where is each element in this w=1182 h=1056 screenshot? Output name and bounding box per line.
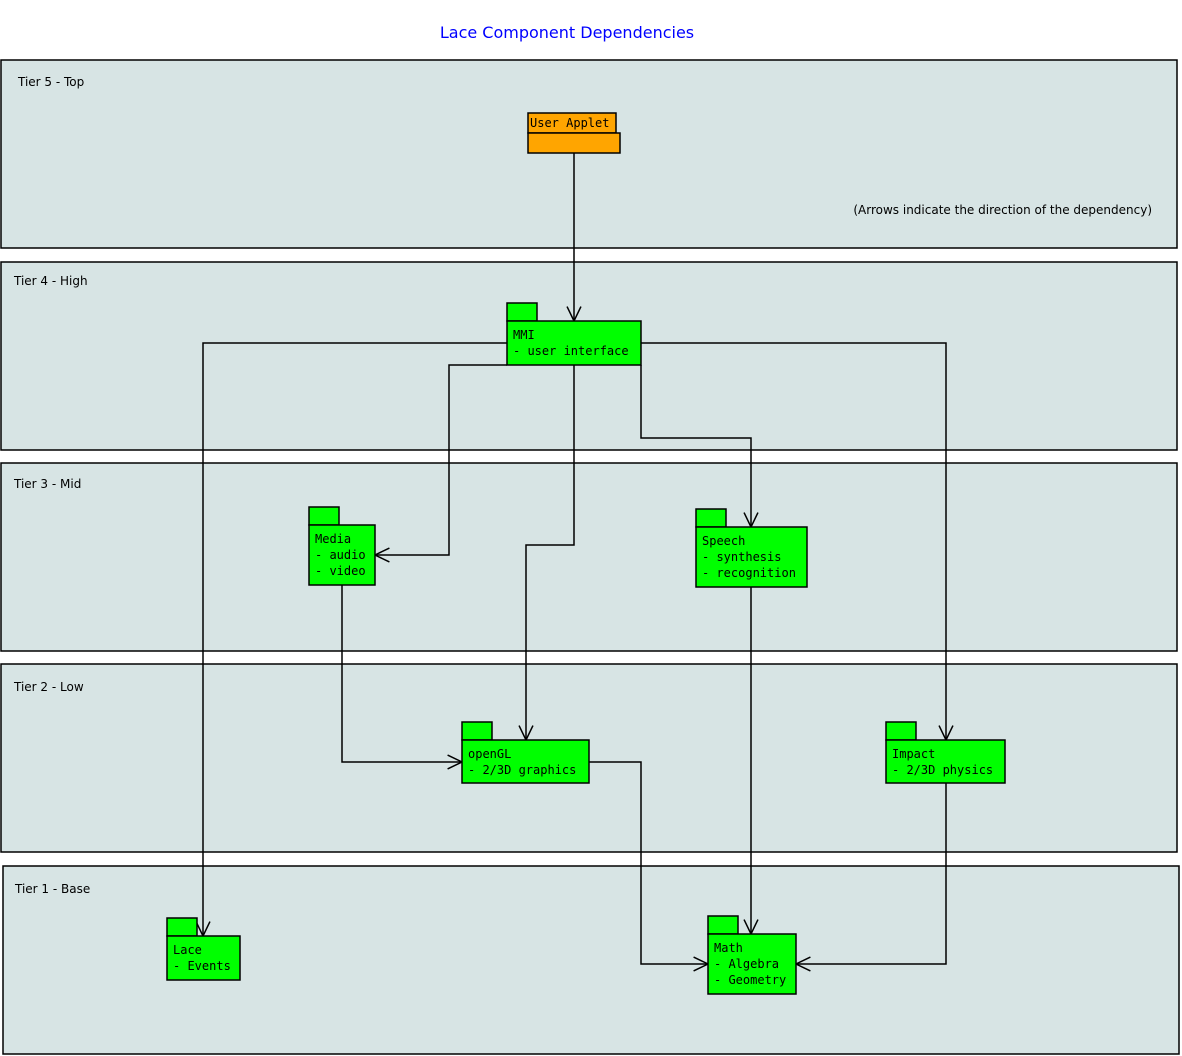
package-feature: - Algebra	[714, 957, 779, 971]
package-body	[308, 524, 376, 586]
package-name: openGL	[468, 747, 511, 761]
package-body	[527, 132, 621, 154]
package-body	[166, 935, 241, 981]
package-feature: - video	[315, 564, 366, 578]
package-media[interactable]: Media - audio - video	[308, 506, 376, 586]
package-tab	[166, 917, 198, 937]
dependency-edges	[195, 153, 954, 972]
package-feature: - audio	[315, 548, 366, 562]
edge-line	[341, 585, 462, 763]
tier-5: Tier 5 - Top	[0, 59, 1178, 249]
legend-note: (Arrows indicate the direction of the de…	[853, 203, 1152, 217]
package-opengl[interactable]: openGL - 2/3D graphics	[461, 721, 590, 784]
package-feature: - synthesis	[702, 550, 781, 564]
edge-line	[796, 783, 947, 965]
package-tab	[707, 915, 739, 935]
edge-line	[202, 342, 507, 936]
package-math[interactable]: Math - Algebra - Geometry	[707, 915, 797, 995]
tier-1-label: Tier 1 - Base	[14, 882, 90, 896]
diagram-title: Lace Component Dependencies	[440, 23, 694, 42]
edge-line	[640, 365, 752, 527]
tier-5-lane	[0, 59, 1178, 249]
edge-line	[375, 364, 507, 556]
package-name: Lace	[173, 943, 202, 957]
package-tab	[461, 721, 493, 741]
tier-3-label: Tier 3 - Mid	[13, 477, 81, 491]
package-tab	[506, 302, 538, 322]
tier-4-label: Tier 4 - High	[13, 274, 88, 288]
package-feature: - user interface	[513, 344, 629, 358]
package-tab	[308, 506, 340, 526]
package-name: MMI	[513, 328, 535, 342]
package-tab	[695, 508, 727, 528]
tier-5-label: Tier 5 - Top	[17, 75, 84, 89]
package-user-applet[interactable]: User Applet	[527, 112, 621, 154]
package-name: Speech	[702, 534, 745, 548]
package-feature: - 2/3D graphics	[468, 763, 576, 777]
tier-3: Tier 3 - Mid	[0, 462, 1178, 652]
package-body	[506, 320, 642, 366]
package-tab	[885, 721, 917, 741]
package-name: Impact	[892, 747, 935, 761]
package-name: User Applet	[530, 116, 609, 130]
package-feature: - 2/3D physics	[892, 763, 993, 777]
package-body	[461, 739, 590, 784]
edge-line	[525, 365, 575, 740]
package-feature: - recognition	[702, 566, 796, 580]
package-name: Math	[714, 941, 743, 955]
package-mmi[interactable]: MMI - user interface	[506, 302, 642, 366]
package-feature: - Geometry	[714, 973, 786, 987]
package-body	[707, 933, 797, 995]
tier-2-label: Tier 2 - Low	[13, 680, 84, 694]
package-speech[interactable]: Speech - synthesis - recognition	[695, 508, 808, 588]
package-lace[interactable]: Lace - Events	[166, 917, 241, 981]
package-impact[interactable]: Impact - 2/3D physics	[885, 721, 1006, 784]
tier-3-lane	[0, 462, 1178, 652]
package-name: Media	[315, 532, 351, 546]
package-body	[885, 739, 1006, 784]
edge-line	[641, 342, 947, 740]
package-body	[695, 526, 808, 588]
edge-line	[589, 761, 708, 965]
package-feature: - Events	[173, 959, 231, 973]
